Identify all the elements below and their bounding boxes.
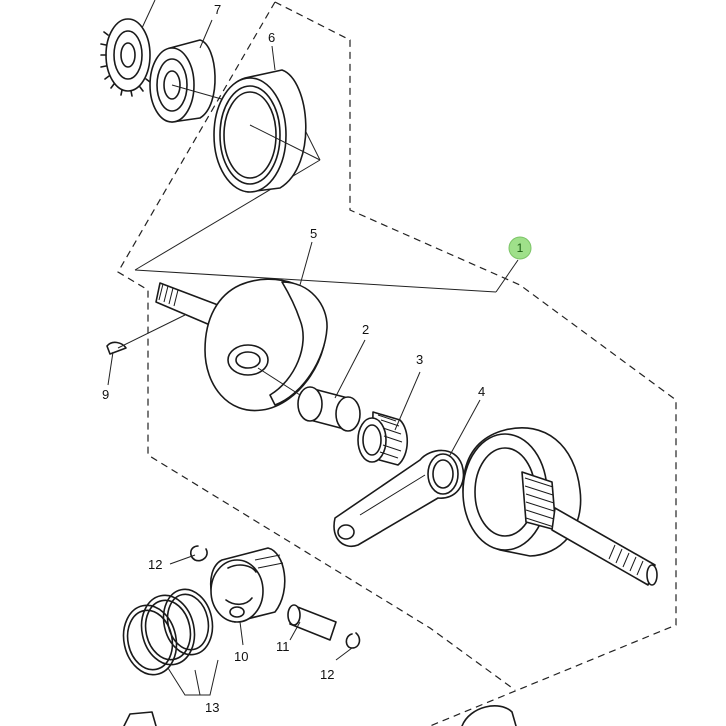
crankshaft-left-5: 5 <box>155 226 328 412</box>
circlip-12-upper: 12 <box>148 545 208 572</box>
callout-2: 2 <box>362 322 369 337</box>
callout-1: 1 <box>517 241 524 255</box>
callout-10: 10 <box>234 649 248 664</box>
callout-12-upper: 12 <box>148 557 162 572</box>
assembly-bracket-lines <box>134 119 497 293</box>
callout-7: 7 <box>214 2 221 17</box>
woodruff-key-9: 9 <box>102 314 186 402</box>
connecting-rod-4: 4 <box>333 384 485 547</box>
callout-9: 9 <box>102 387 109 402</box>
crankshaft-right <box>462 427 658 586</box>
callout-1-badge: 1 <box>495 236 532 293</box>
needle-bearing-3: 3 <box>357 352 423 466</box>
bottom-fragments <box>123 705 517 726</box>
circlip-12-lower: 12 <box>320 632 361 682</box>
assembly-outline <box>117 1 677 726</box>
bearing-7: 7 <box>149 2 226 123</box>
piston-rings-13: 13 <box>122 588 219 715</box>
crank-pin-2: 2 <box>297 322 369 432</box>
piston-10: 10 <box>209 547 286 664</box>
drive-gear <box>100 0 156 97</box>
callout-3: 3 <box>416 352 423 367</box>
callout-6: 6 <box>268 30 275 45</box>
callout-12-lower: 12 <box>320 667 334 682</box>
callout-13: 13 <box>205 700 219 715</box>
piston-pin-11: 11 <box>276 604 337 654</box>
callout-11: 11 <box>276 639 290 654</box>
callout-4: 4 <box>478 384 485 399</box>
callout-5: 5 <box>310 226 317 241</box>
oil-seal-6: 6 <box>213 30 321 193</box>
